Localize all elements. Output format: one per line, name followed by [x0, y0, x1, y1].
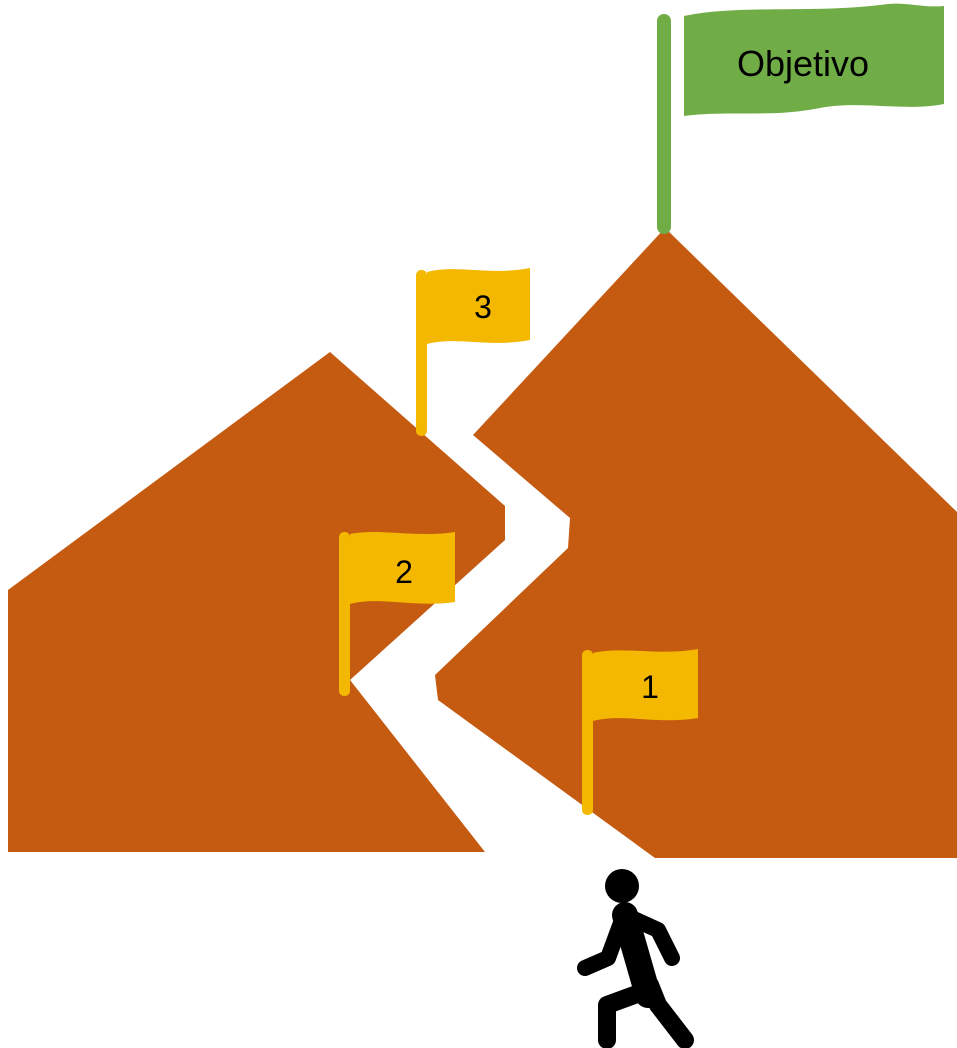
left-mountain	[8, 352, 505, 852]
goal-flag: Objetivo	[657, 3, 944, 234]
milestone-label-3: 3	[474, 289, 492, 325]
flag-icon	[427, 268, 530, 344]
flag-icon	[684, 3, 944, 117]
milestone-flag-2: 2	[339, 532, 455, 696]
mountains	[8, 228, 957, 858]
walking-person-icon	[577, 869, 694, 1048]
flag-pole	[416, 270, 427, 436]
goal-label: Objetivo	[737, 43, 869, 84]
flag-icon	[593, 649, 698, 721]
flag-icon	[350, 532, 455, 604]
flag-pole	[339, 532, 350, 696]
flag-pole	[657, 14, 671, 234]
flag-pole	[582, 650, 593, 815]
right-mountain	[435, 228, 957, 858]
milestone-label-1: 1	[641, 669, 659, 705]
milestone-flag-3: 3	[416, 268, 530, 436]
milestone-flag-1: 1	[582, 649, 698, 815]
milestone-label-2: 2	[395, 554, 413, 590]
